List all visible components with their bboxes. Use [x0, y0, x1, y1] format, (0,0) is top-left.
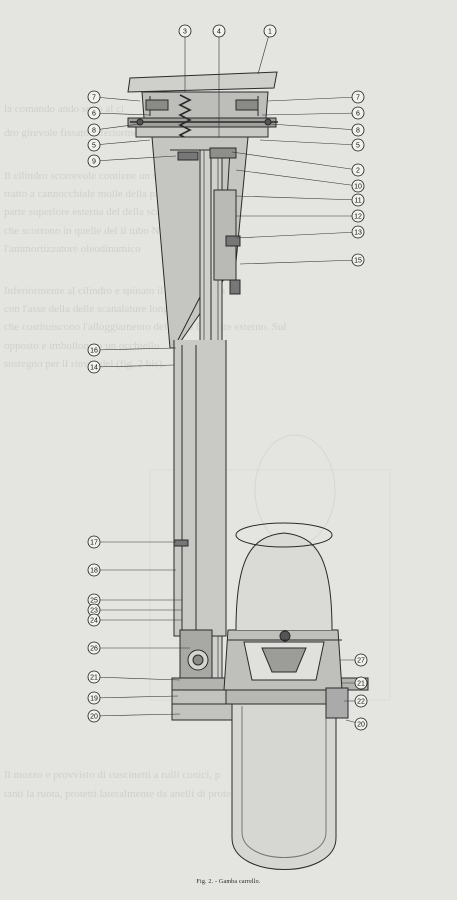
leader-line — [93, 364, 175, 368]
leader-line — [239, 259, 359, 265]
callout-label: 2 — [356, 168, 360, 175]
leader-line — [261, 112, 359, 116]
callout-circle — [351, 90, 365, 104]
leader-line — [93, 676, 181, 681]
background-line: l'ammortizzatore oleodinamico — [4, 243, 141, 255]
callout-circle — [87, 691, 101, 705]
callout-label: 22 — [357, 699, 365, 706]
callout-circle — [351, 193, 365, 207]
background-line: tanti la ruota, protetti lateralmente da… — [4, 788, 279, 800]
callout-circle — [351, 225, 365, 239]
callout-circle — [87, 670, 101, 684]
callout-circle — [87, 123, 101, 137]
callout-label: 19 — [90, 696, 98, 703]
callout-label: 20 — [357, 722, 365, 729]
callout-label: 5 — [92, 143, 96, 150]
leader-line — [93, 713, 181, 717]
callout-label: 9 — [92, 159, 96, 166]
callout-label: 6 — [92, 111, 96, 118]
callout-circle — [354, 676, 368, 690]
callout-circle — [87, 138, 101, 152]
figure-caption: Fig. 2. - Gamba carrello. — [196, 879, 261, 885]
callout-circle — [87, 613, 101, 627]
callout-circle — [351, 253, 365, 267]
leader-line — [269, 123, 359, 131]
callout-circle — [87, 343, 101, 357]
callout-label: 3 — [183, 29, 187, 36]
leader-line — [259, 139, 359, 146]
callout-circle — [87, 563, 101, 577]
callout-circle — [87, 106, 101, 120]
leader-line — [93, 155, 177, 162]
callout-circle — [212, 24, 226, 38]
leader-line — [257, 30, 271, 75]
callout-label: 7 — [92, 95, 96, 102]
callout-label: 11 — [354, 198, 361, 205]
callout-circle — [354, 694, 368, 708]
leader-line — [267, 96, 359, 102]
background-line: dro girevole fissato inferiormente. — [4, 127, 155, 139]
callout-circle — [354, 717, 368, 731]
callout-label: 23 — [90, 608, 98, 615]
leader-line — [93, 347, 177, 351]
callout-label: 13 — [354, 230, 362, 237]
callout-label: 8 — [356, 128, 360, 135]
callout-label: 20 — [90, 714, 98, 721]
callout-label: 8 — [92, 128, 96, 135]
leader-line — [235, 231, 359, 239]
callout-circle — [87, 154, 101, 168]
callout-label: 27 — [357, 658, 365, 665]
callout-label: 12 — [354, 214, 362, 221]
callout-circle — [351, 163, 365, 177]
leader-line — [93, 123, 141, 131]
leader-line — [93, 96, 141, 102]
callout-label: 1 — [268, 29, 272, 36]
callout-label: 21 — [90, 675, 98, 682]
leader-line — [93, 112, 151, 116]
callout-circle — [87, 709, 101, 723]
background-line: sostegno per il rinvio del (fig. 2 bis). — [4, 358, 166, 370]
callout-circle — [87, 535, 101, 549]
callout-circle — [351, 179, 365, 193]
callout-circle — [351, 138, 365, 152]
leader-line — [231, 151, 359, 171]
leader-line — [93, 139, 151, 146]
leader-line — [235, 195, 359, 201]
callout-label: 15 — [354, 258, 362, 265]
callout-circle — [263, 24, 277, 38]
callout-circle — [87, 90, 101, 104]
callout-label: 17 — [90, 540, 98, 547]
callout-circle — [87, 641, 101, 655]
background-line: con l'asse della delle scanalature longi… — [4, 303, 189, 315]
callout-circle — [351, 209, 365, 223]
callout-label: 16 — [90, 348, 98, 355]
callout-label: 21 — [357, 681, 365, 688]
background-line: Il cilindro scorrevole contiene un tubo … — [4, 170, 193, 182]
callout-label: 26 — [90, 646, 98, 653]
background-line: Il mozzo e provvisto di cuscinetti a rul… — [4, 769, 221, 781]
callout-label: 24 — [90, 618, 98, 625]
callout-circle — [351, 123, 365, 137]
callout-label: 14 — [90, 365, 98, 372]
callout-circle — [354, 653, 368, 667]
callout-label: 18 — [90, 568, 98, 575]
callout-label: 7 — [356, 95, 360, 102]
callout-label: 10 — [354, 184, 362, 191]
background-line: opposto e imbullonato un occhiello — [4, 340, 160, 352]
leader-line — [235, 169, 359, 187]
leader-line — [93, 695, 179, 699]
callout-label: 4 — [217, 29, 221, 36]
callout-circle — [87, 360, 101, 374]
callout-label: 25 — [90, 598, 98, 605]
callout-circle — [178, 24, 192, 38]
callout-circle — [351, 106, 365, 120]
callout-label: 5 — [356, 143, 360, 150]
callout-label: 6 — [356, 111, 360, 118]
